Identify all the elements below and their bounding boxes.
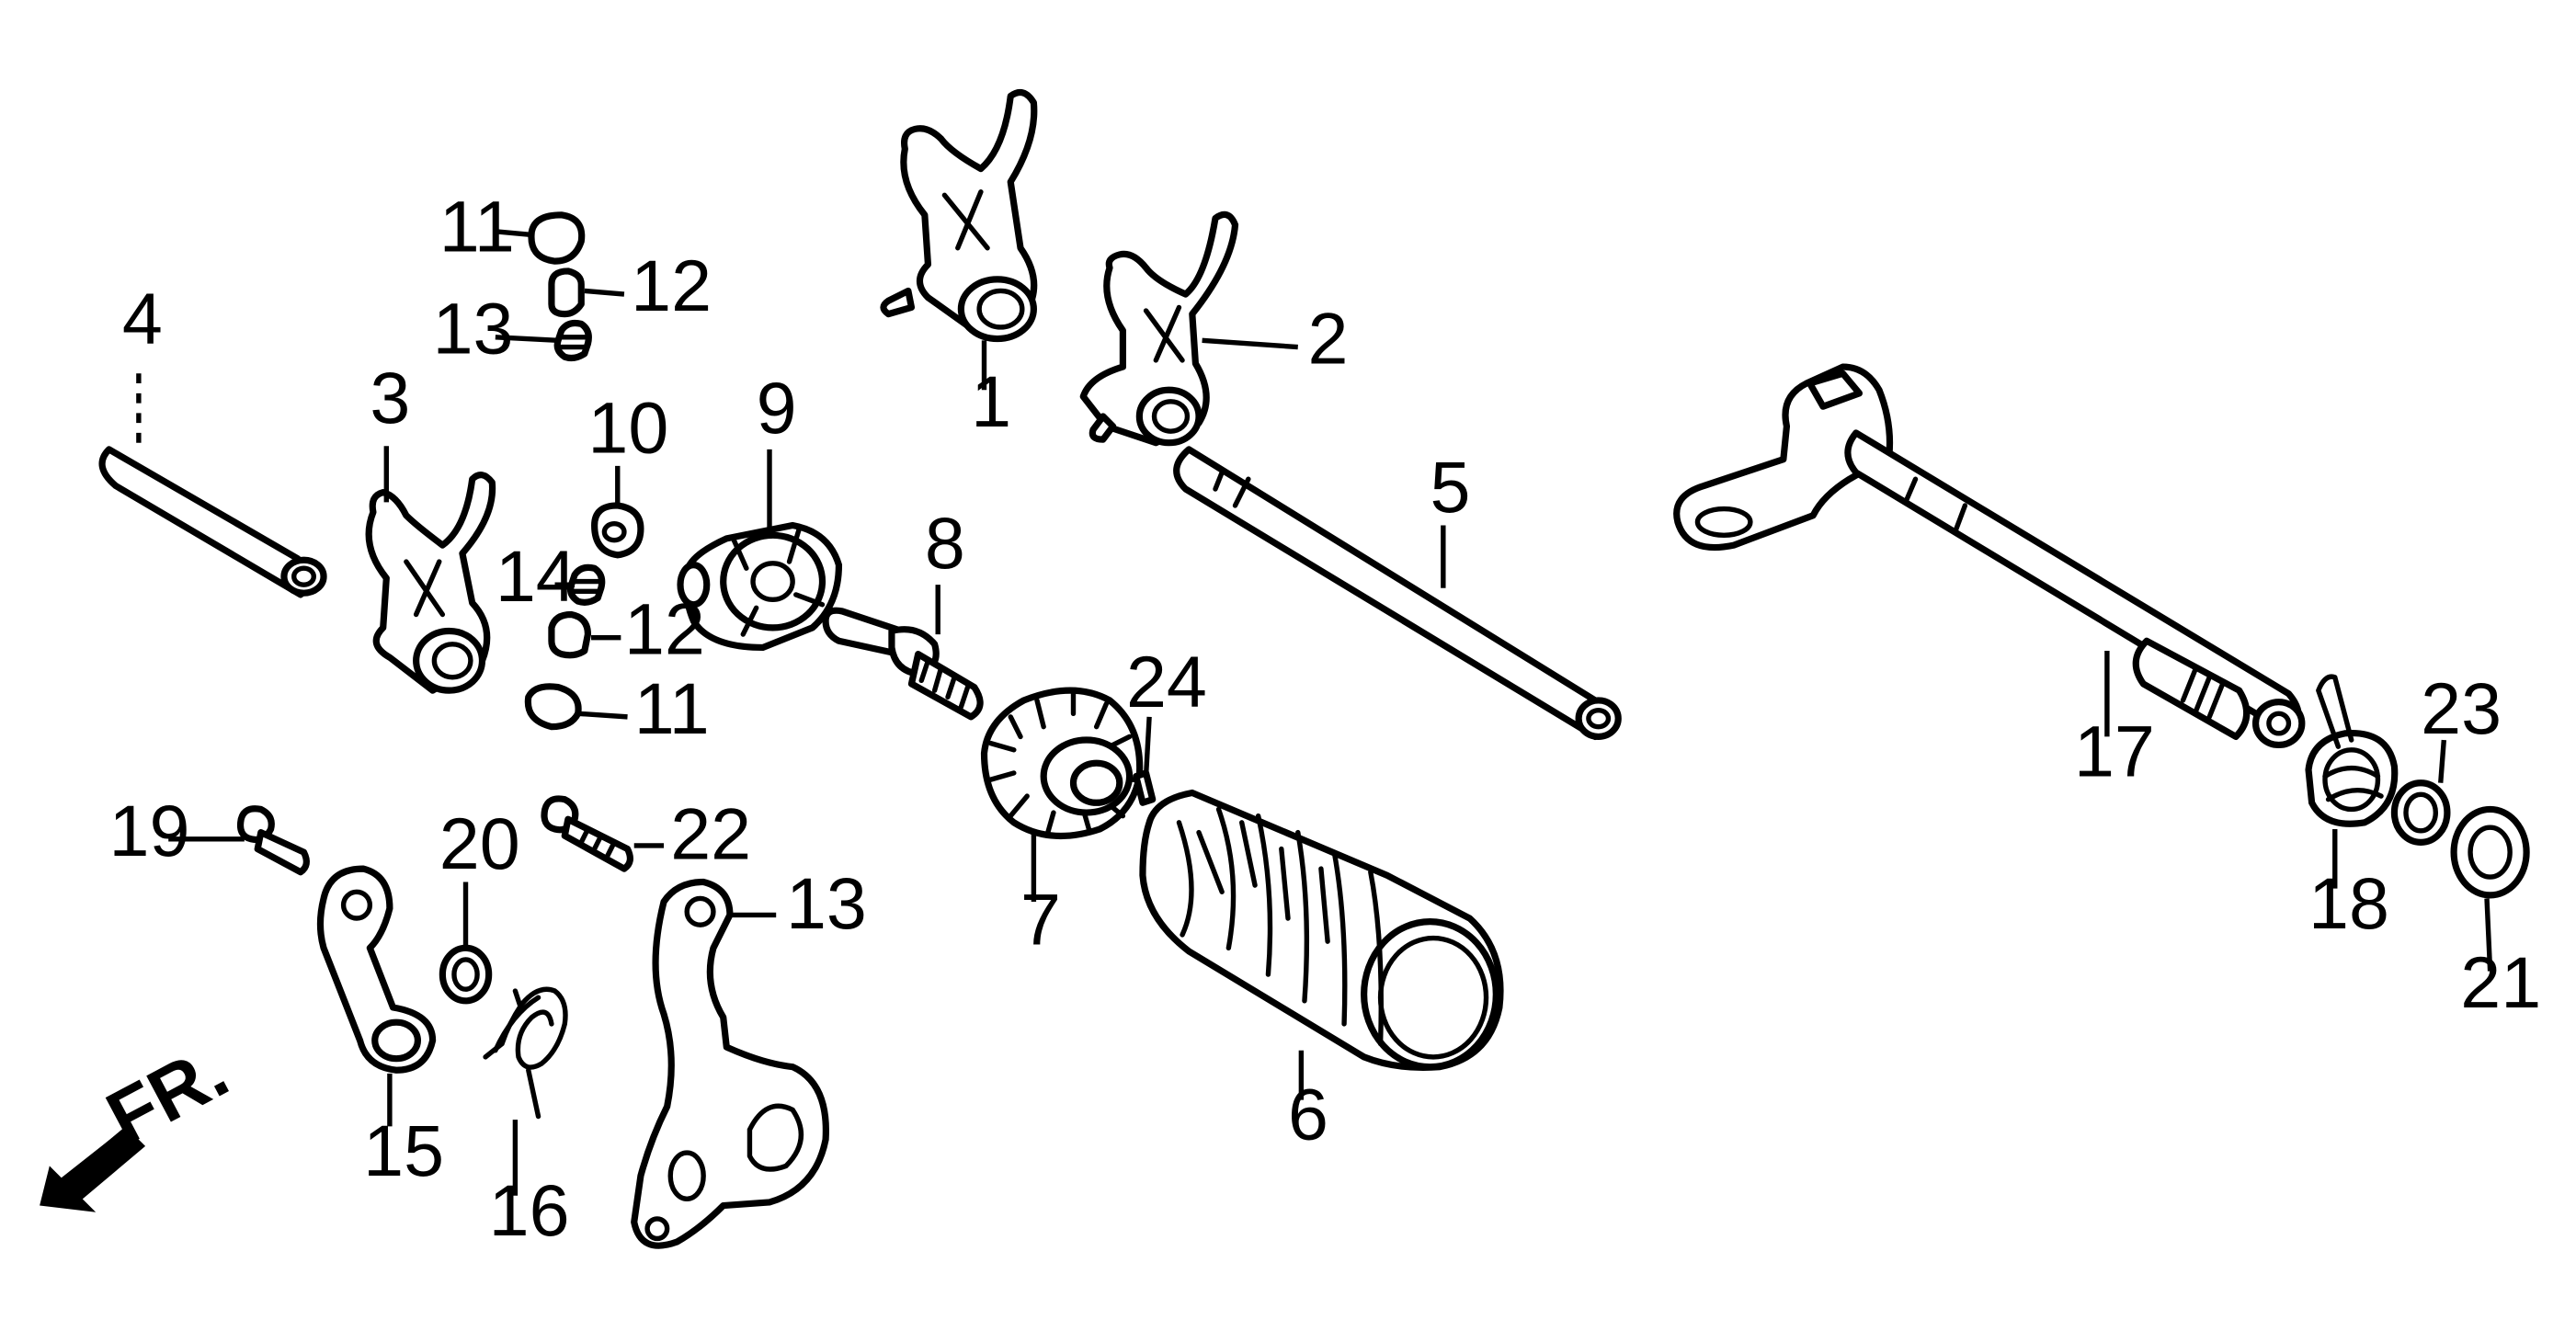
part-collar	[2390, 779, 2451, 846]
callout-12: 12	[624, 588, 705, 670]
callout-labels: 11 12 13 4 3 10 14 12 11 9 8 1 2 5 7 24 …	[109, 185, 2542, 1251]
part-shift-drum-gear	[980, 687, 1144, 840]
callout-5: 5	[1430, 446, 1470, 528]
part-shift-fork-1	[880, 88, 1038, 343]
front-direction-indicator: FR.	[40, 1028, 241, 1212]
callout-16: 16	[489, 1169, 570, 1251]
callout-18: 18	[2308, 862, 2389, 944]
part-gearshift-spindle	[1673, 363, 2306, 749]
part-washer-21	[2450, 805, 2530, 899]
part-fork-shaft-short	[98, 446, 327, 598]
callout-22: 22	[670, 792, 751, 874]
part-shift-drum	[1139, 789, 1504, 1071]
part-bolt-22	[541, 795, 633, 872]
part-stopper-small-upper	[528, 211, 592, 362]
leader-lines	[136, 229, 2493, 1196]
callout-11: 11	[634, 667, 710, 749]
callout-3: 3	[370, 357, 410, 438]
callout-17: 17	[2074, 711, 2155, 792]
callout-23: 23	[2421, 667, 2502, 749]
callout-6: 6	[1288, 1074, 1328, 1155]
callout-1: 1	[971, 360, 1011, 442]
callout-12: 12	[631, 245, 712, 326]
part-stopper-spring	[483, 986, 568, 1120]
part-fork-shaft-long	[1173, 446, 1622, 741]
part-washer-20	[439, 944, 493, 1005]
part-return-spring	[2305, 674, 2399, 827]
callout-10: 10	[587, 386, 668, 468]
part-drum-bolt	[822, 607, 984, 721]
callout-8: 8	[925, 502, 965, 584]
part-stopper-arm	[316, 865, 437, 1074]
part-pin	[1133, 769, 1157, 806]
callout-19: 19	[109, 790, 190, 871]
callout-13: 13	[786, 862, 867, 944]
callout-14: 14	[496, 535, 576, 617]
callout-11: 11	[439, 185, 515, 267]
part-shift-fork-2	[1079, 210, 1239, 447]
callout-14: 13	[433, 288, 514, 370]
callout-4: 4	[122, 278, 163, 359]
part-drum-center	[677, 521, 843, 652]
callout-21: 21	[2460, 941, 2541, 1023]
callout-20: 20	[439, 802, 520, 884]
part-bolt-19	[236, 805, 310, 876]
callout-24: 24	[1126, 641, 1207, 722]
part-shift-fork-3	[365, 472, 496, 694]
callout-2: 2	[1308, 297, 1349, 379]
callout-15: 15	[363, 1109, 444, 1191]
callout-7: 7	[1020, 879, 1061, 961]
part-stopper-plate	[631, 878, 829, 1249]
callout-9: 9	[757, 367, 797, 449]
